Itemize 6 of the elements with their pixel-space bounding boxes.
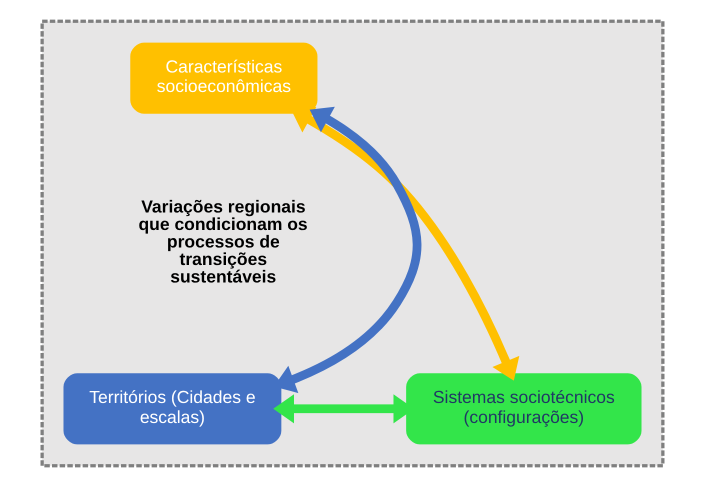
cluster (40, 20, 664, 468)
node-box: Territórios (Cidades e escalas) (63, 373, 282, 444)
arrow (291, 107, 520, 381)
node-text: Variações regionais que condicionam os processos de transições sustentáveis (138, 196, 308, 287)
node-box: Sistemas sociotécnicos (configurações) (406, 373, 642, 444)
node-box: Características socioeconômicas (130, 42, 318, 114)
